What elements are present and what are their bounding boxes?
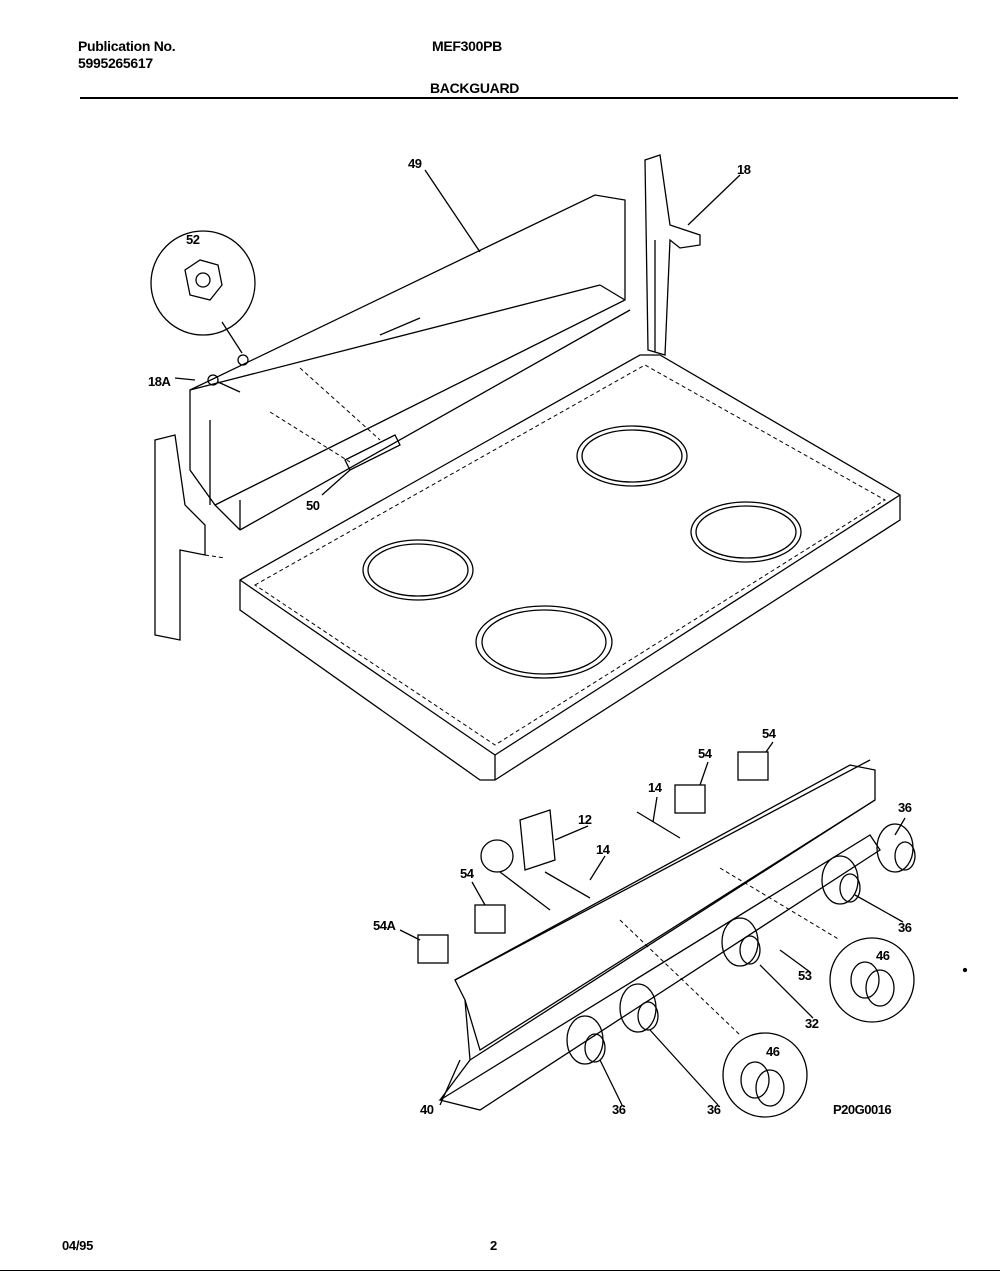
publication-label: Publication No. bbox=[78, 38, 176, 54]
part-label-54: 54 bbox=[698, 746, 712, 761]
publication-number: 5995265617 bbox=[78, 55, 153, 71]
part-label-52: 52 bbox=[186, 232, 200, 247]
section-title: BACKGUARD bbox=[430, 80, 520, 96]
part-label-18: 18 bbox=[737, 162, 751, 177]
part-label-18a: 18A bbox=[148, 374, 171, 389]
nut-detail-circle bbox=[150, 230, 256, 336]
footer-rule bbox=[0, 1270, 1000, 1271]
end-cap-left-drawing bbox=[154, 434, 226, 641]
part-label-49: 49 bbox=[408, 156, 422, 171]
part-label-54a: 54A bbox=[373, 918, 396, 933]
part-label-46: 46 bbox=[766, 1044, 780, 1059]
part-label-36: 36 bbox=[707, 1102, 721, 1117]
backguard-drawing bbox=[189, 194, 631, 531]
page-number: 2 bbox=[490, 1238, 497, 1253]
part-label-36: 36 bbox=[898, 920, 912, 935]
part-label-40: 40 bbox=[420, 1102, 434, 1117]
part-label-14: 14 bbox=[648, 780, 662, 795]
part-label-54: 54 bbox=[762, 726, 776, 741]
part-label-50: 50 bbox=[306, 498, 320, 513]
control-panel-drawing bbox=[438, 759, 881, 1111]
part-label-54: 54 bbox=[460, 866, 474, 881]
switches-drawing bbox=[417, 751, 769, 964]
cooktop-drawing bbox=[239, 354, 901, 781]
part-label-12: 12 bbox=[578, 812, 592, 827]
part-label-53: 53 bbox=[798, 968, 812, 983]
knobs-drawing bbox=[566, 823, 916, 1065]
part-label-46: 46 bbox=[876, 948, 890, 963]
model-number: MEF300PB bbox=[432, 38, 502, 54]
figure-id: P20G0016 bbox=[833, 1102, 892, 1117]
part-label-36: 36 bbox=[898, 800, 912, 815]
footer-date: 04/95 bbox=[62, 1238, 94, 1253]
end-cap-right-drawing bbox=[644, 154, 701, 356]
part-label-36: 36 bbox=[612, 1102, 626, 1117]
header-rule bbox=[80, 97, 958, 99]
part-label-32: 32 bbox=[805, 1016, 819, 1031]
part-label-14: 14 bbox=[596, 842, 610, 857]
